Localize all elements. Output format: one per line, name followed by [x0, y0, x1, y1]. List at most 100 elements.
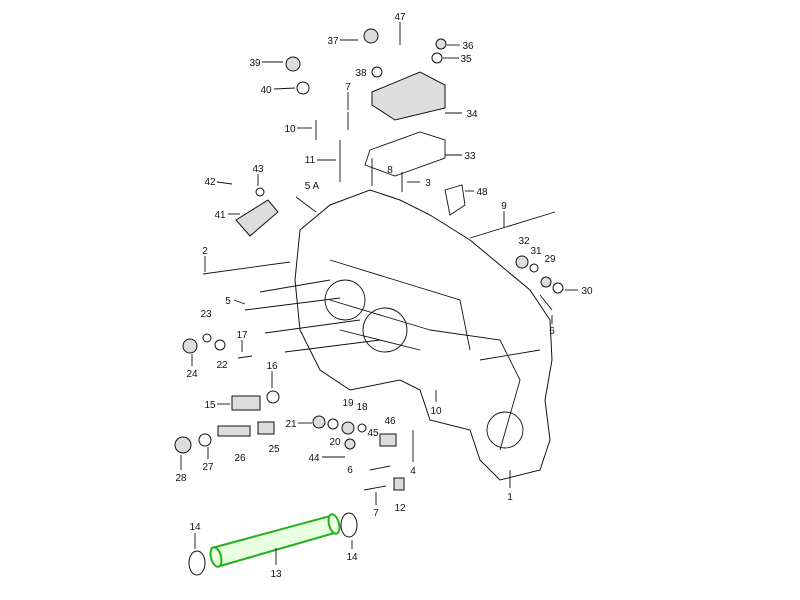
fitting: [431, 52, 443, 64]
stud: [363, 485, 387, 491]
part-label[interactable]: 1: [507, 492, 513, 503]
part-label[interactable]: 35: [460, 54, 472, 65]
part-label[interactable]: 4: [410, 466, 416, 477]
part-label[interactable]: 14: [189, 522, 201, 533]
part-label[interactable]: 30: [581, 286, 593, 297]
part-label[interactable]: 14: [346, 552, 358, 563]
fitting: [257, 421, 275, 435]
part-label[interactable]: 34: [466, 109, 478, 120]
leader-line: [273, 87, 296, 90]
gasket-33: [364, 131, 446, 177]
part-label[interactable]: 10: [284, 124, 296, 135]
part-label[interactable]: 5: [225, 296, 231, 307]
part-label[interactable]: 11: [305, 155, 316, 166]
part-label[interactable]: 19: [342, 398, 354, 409]
part-label[interactable]: 26: [234, 453, 246, 464]
fitting: [435, 38, 447, 50]
fitting: [379, 433, 397, 447]
part-label[interactable]: 2: [202, 246, 208, 257]
part-label[interactable]: 18: [356, 402, 368, 413]
stud: [237, 355, 253, 359]
part-label[interactable]: 13: [270, 569, 282, 580]
part-label[interactable]: 10: [430, 406, 442, 417]
part-label[interactable]: 22: [216, 360, 228, 371]
part-label[interactable]: 5 A: [305, 181, 320, 192]
fitting: [540, 276, 552, 288]
part-label[interactable]: 33: [464, 151, 476, 162]
fitting: [393, 477, 405, 491]
part-label[interactable]: 15: [204, 400, 216, 411]
part-label[interactable]: 9: [501, 201, 507, 212]
part-label[interactable]: 43: [252, 164, 264, 175]
fitting: [357, 423, 367, 433]
leader-line: [216, 181, 233, 185]
part-label[interactable]: 32: [518, 236, 530, 247]
part-label[interactable]: 6: [347, 465, 353, 476]
part-label[interactable]: 8: [387, 165, 393, 176]
stud: [369, 465, 391, 471]
part-label[interactable]: 45: [367, 428, 379, 439]
part-label[interactable]: 6: [549, 326, 555, 337]
fitting: [312, 415, 326, 429]
fitting: [174, 436, 192, 454]
leader-line: [233, 299, 246, 305]
fitting: [552, 282, 564, 294]
part-label[interactable]: 37: [327, 36, 339, 47]
leader-lines: [180, 22, 578, 565]
fitting: [344, 438, 356, 450]
studs-and-bolts: [202, 112, 556, 491]
part-label[interactable]: 39: [249, 58, 261, 69]
fitting: [327, 418, 339, 430]
part-label[interactable]: 7: [373, 508, 379, 519]
part-label[interactable]: 28: [175, 473, 187, 484]
part-label[interactable]: 24: [186, 369, 198, 380]
stud: [244, 297, 341, 311]
fitting: [266, 390, 280, 404]
part-label[interactable]: 44: [308, 453, 320, 464]
part-label[interactable]: 23: [200, 309, 212, 320]
fitting: [285, 56, 301, 72]
seal-ring-14-right: [340, 512, 358, 538]
part-label[interactable]: 48: [476, 187, 488, 198]
part-label[interactable]: 38: [355, 68, 367, 79]
part-label[interactable]: 47: [394, 12, 406, 23]
part-label[interactable]: 20: [329, 437, 341, 448]
part-label[interactable]: 40: [260, 85, 272, 96]
part-label[interactable]: 41: [214, 210, 226, 221]
part-label[interactable]: 16: [266, 361, 278, 372]
stud: [295, 196, 317, 213]
cover-34[interactable]: [371, 71, 446, 121]
fitting: [371, 66, 383, 78]
part-label[interactable]: 27: [202, 462, 214, 473]
crankcase-housing[interactable]: [294, 189, 553, 481]
fitting: [296, 81, 310, 95]
stud: [469, 211, 556, 239]
fitting: [515, 255, 529, 269]
stud: [259, 279, 331, 293]
fitting: [198, 433, 212, 447]
part-label[interactable]: 46: [384, 416, 396, 427]
fitting: [217, 425, 251, 437]
fitting: [363, 28, 379, 44]
fitting: [214, 339, 226, 351]
stud: [284, 339, 381, 353]
part-label[interactable]: 36: [462, 41, 474, 52]
part-label[interactable]: 17: [236, 330, 248, 341]
bracket-41: [235, 199, 279, 237]
part-label[interactable]: 7: [345, 82, 351, 93]
fitting: [529, 263, 539, 273]
part-label[interactable]: 12: [394, 503, 406, 514]
part-label[interactable]: 25: [268, 444, 280, 455]
tube-13-highlighted[interactable]: [209, 513, 342, 568]
part-label[interactable]: 3: [425, 178, 431, 189]
part-label[interactable]: 42: [204, 177, 216, 188]
plate-48: [444, 184, 466, 216]
part-label[interactable]: 31: [530, 246, 542, 257]
fitting: [202, 333, 212, 343]
part-label[interactable]: 29: [544, 254, 556, 265]
part-label[interactable]: 21: [285, 419, 297, 430]
fitting: [182, 338, 198, 354]
fitting: [341, 421, 355, 435]
